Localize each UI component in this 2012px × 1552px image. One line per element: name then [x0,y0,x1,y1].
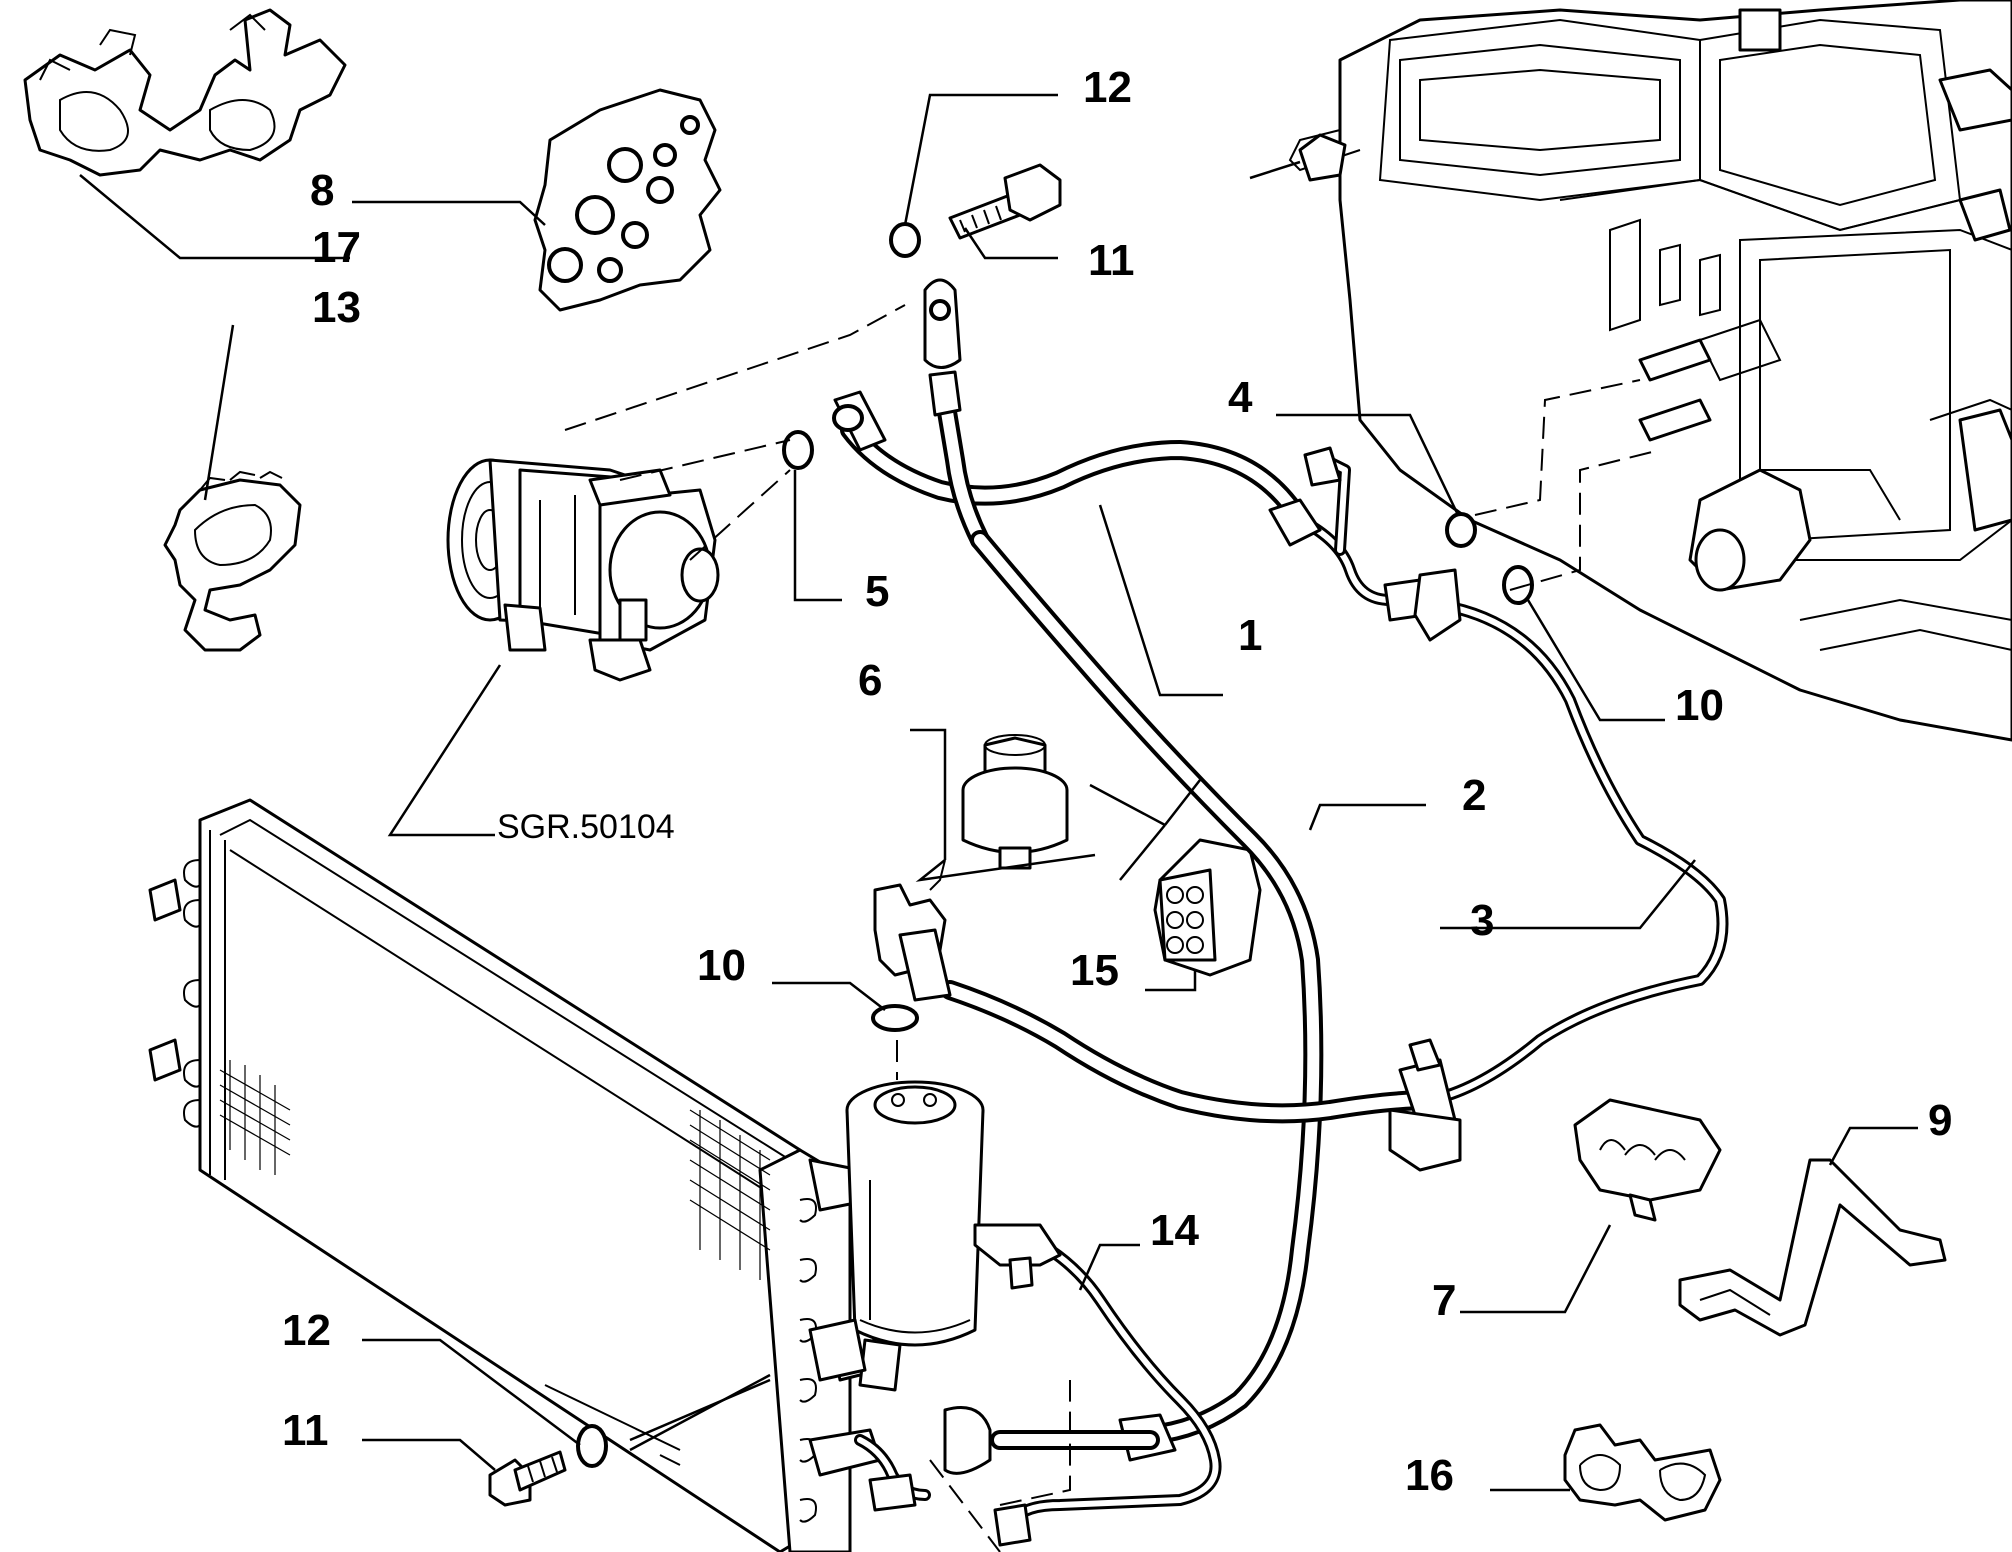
heater-evaporator-unit [1249,0,2012,742]
callout-7: 7 [1432,1276,1456,1325]
callout-10-right: 10 [1675,681,1724,730]
assembly-dashed-lines [544,304,1661,1552]
pressure-switch-part-6 [961,734,1069,870]
callout-9: 9 [1928,1096,1952,1145]
reference-label: SGR.50104 [497,808,675,846]
callout-8: 8 [310,166,334,215]
callout-17: 17 [312,223,361,272]
callout-11-bottom: 11 [282,1406,329,1455]
hose-top-discharge [923,278,990,550]
hose-condenser-line [873,883,1462,1172]
pipe-clip-part-16 [1563,1423,1722,1522]
hose-1 [832,390,1427,622]
bolt-part-11-bottom [488,1450,567,1507]
hose-3 [1413,568,1729,1106]
callout-15: 15 [1070,946,1119,995]
ac-compressor [446,458,720,682]
callout-11-top: 11 [1088,236,1135,285]
condenser [148,798,882,1552]
washer-part-12-top [889,222,921,258]
callout-5: 5 [865,567,889,616]
condenser-fin-hatching [219,1060,771,1280]
callout-4: 4 [1228,373,1253,422]
connector-part-15 [1153,838,1262,977]
pipe-14 [973,1223,1222,1547]
callout-2: 2 [1462,771,1486,820]
callout-3: 3 [1470,896,1494,945]
pipe-condenser-outlet [854,1434,931,1512]
callout-12-bottom: 12 [282,1306,331,1355]
washer-part-12-bottom [576,1424,608,1468]
o-ring-part-10-lower [871,1004,919,1032]
leader-lines [79,93,1918,1492]
gasket-plate-part-8 [533,88,722,312]
clip-part-17 [23,8,347,177]
callout-14: 14 [1150,1206,1199,1255]
bolt-part-11-top [948,163,1062,240]
o-ring-part-5 [782,430,814,470]
bracket-clip-part-13 [163,470,302,652]
callout-1: 1 [1238,611,1262,660]
o-ring-part-10-right [1502,565,1534,605]
callout-16: 16 [1405,1451,1454,1500]
callout-10-lower: 10 [697,941,746,990]
bracket-part-9 [1678,1158,1947,1337]
callout-labels: 1 2 3 4 5 6 7 8 9 10 10 11 11 12 12 13 1… [282,63,1952,1500]
hose-2 [943,530,1324,1475]
callout-6: 6 [858,656,882,705]
callout-12-top: 12 [1083,63,1132,112]
callout-13: 13 [312,283,361,332]
o-ring-part-4 [1445,512,1477,548]
connector-bracket-part-7 [1573,1098,1722,1222]
receiver-drier [808,1080,985,1392]
